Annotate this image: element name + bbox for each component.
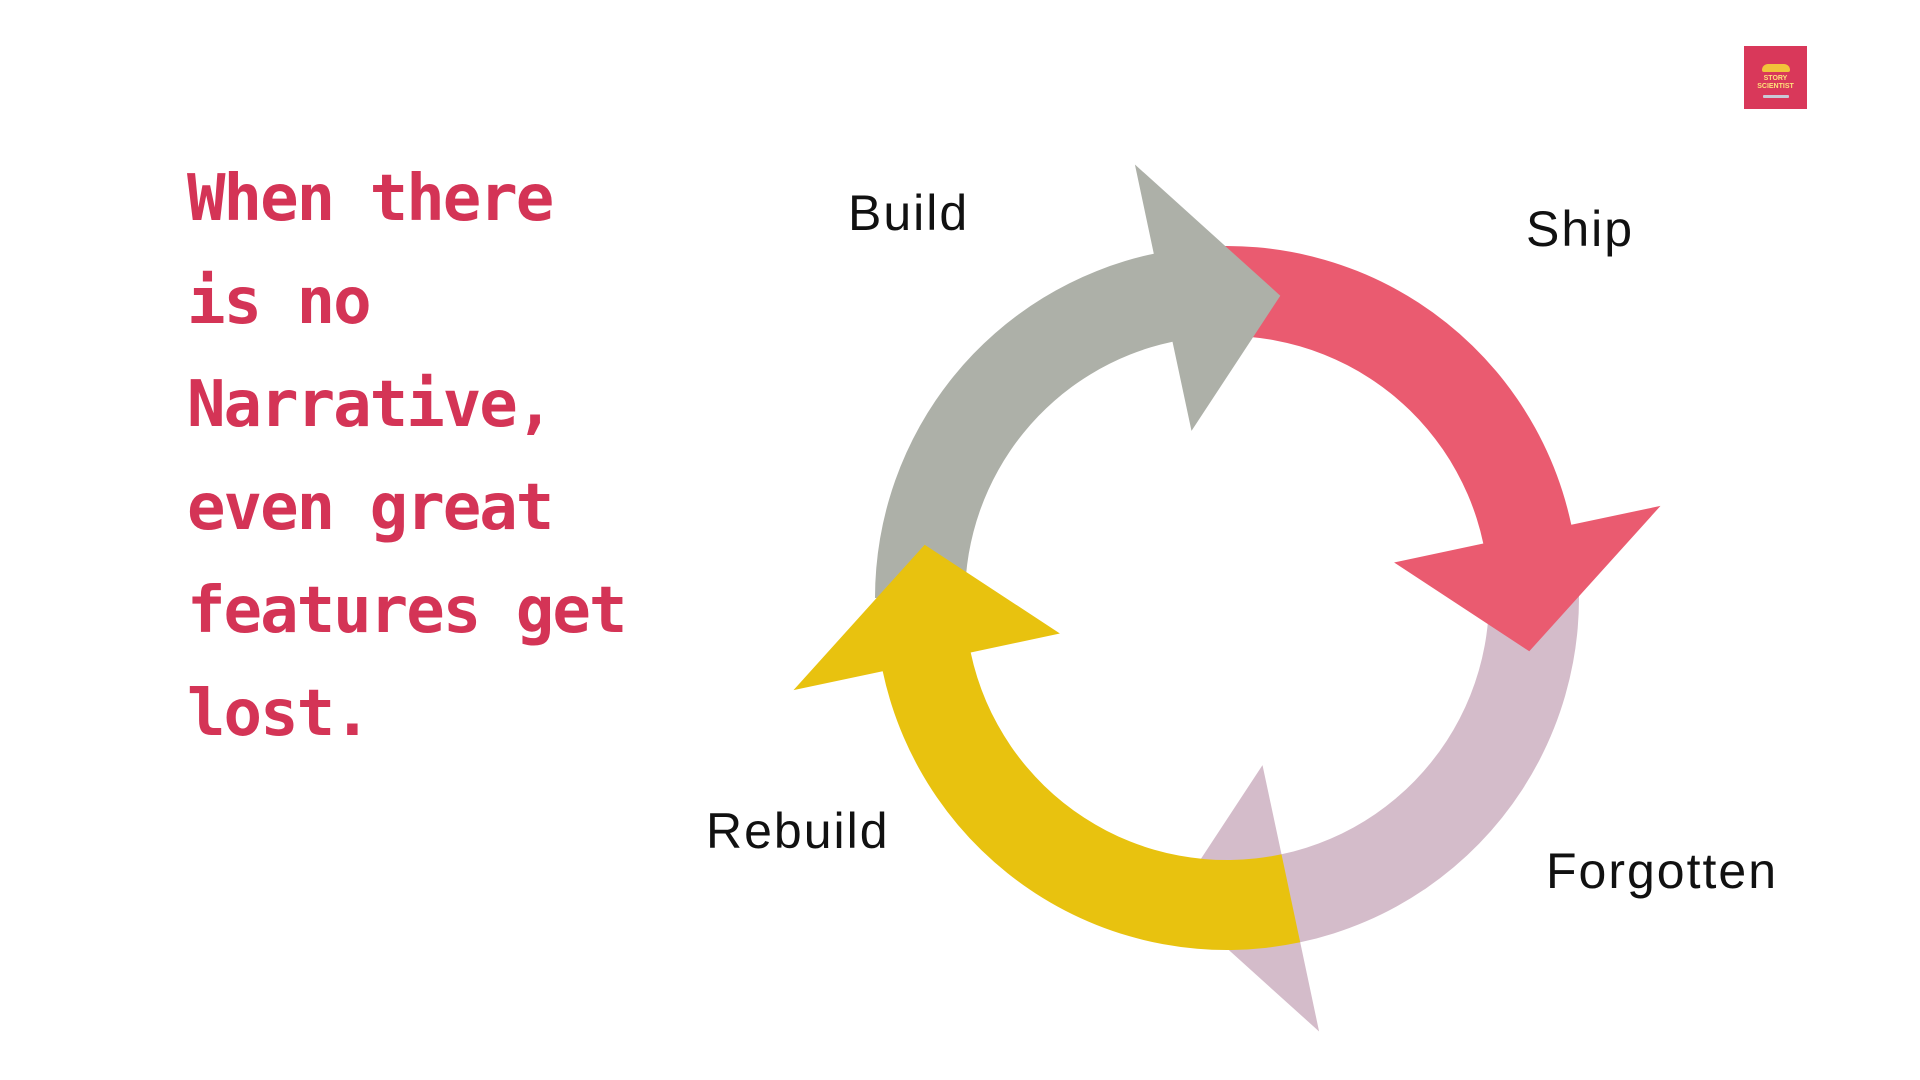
logo-awning-icon	[1761, 63, 1790, 72]
cycle-label-forgotten: Forgotten	[1546, 843, 1779, 899]
headline-line-6: lost.	[187, 677, 372, 751]
headline-line-3: Narrative,	[187, 368, 554, 442]
logo-base-icon	[1762, 94, 1789, 98]
story-scientist-logo: STORY SCIENTIST	[1744, 46, 1807, 109]
cycle-arrow-ship	[1153, 246, 1661, 652]
cycle-arrow-build	[875, 164, 1281, 598]
headline: When there is no Narrative, even great f…	[187, 148, 747, 766]
logo-text-line1: STORY	[1763, 74, 1788, 82]
cycle-label-build: Build	[848, 185, 970, 241]
headline-line-1: When there	[187, 162, 554, 236]
cycle-arrow-rebuild	[793, 544, 1301, 950]
headline-line-2: is no	[187, 265, 372, 339]
cycle-label-ship: Ship	[1526, 201, 1635, 257]
headline-line-5: features get	[187, 574, 627, 648]
logo-text-line2: SCIENTIST	[1757, 82, 1794, 90]
headline-line-4: even great	[187, 471, 554, 545]
cycle-label-rebuild: Rebuild	[706, 803, 890, 859]
